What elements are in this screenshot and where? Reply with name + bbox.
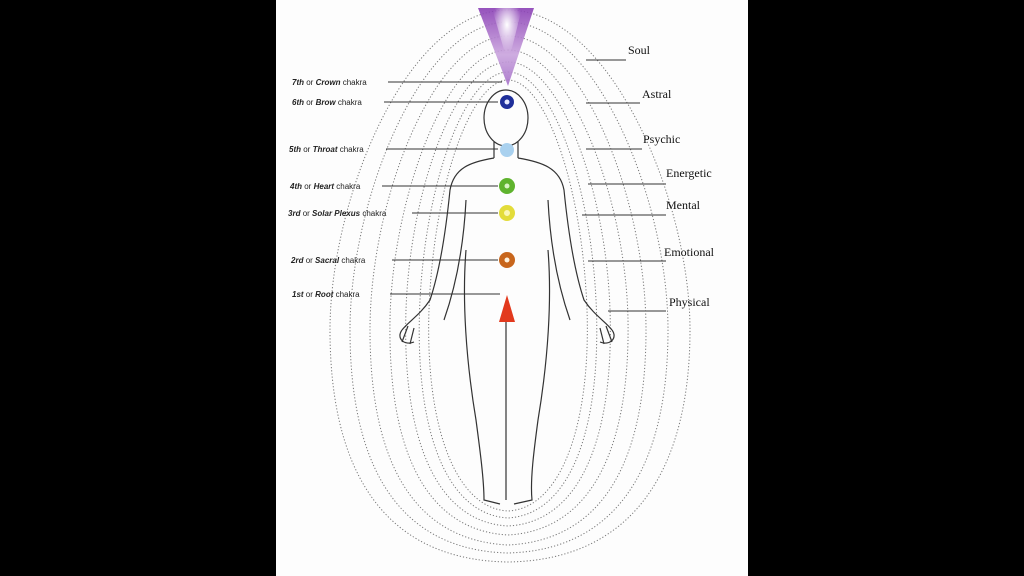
layer-label-soul: Soul bbox=[628, 43, 651, 57]
torso-left bbox=[401, 157, 495, 331]
chakra-heart-highlight bbox=[504, 183, 510, 189]
aura-layer-7 bbox=[428, 79, 588, 512]
chakra-brow-highlight bbox=[504, 99, 510, 105]
chakra-label-crown: 7th or Crown chakra bbox=[292, 78, 367, 87]
chakra-root-marker bbox=[499, 295, 515, 322]
layer-label-mental: Mental bbox=[666, 198, 701, 212]
leg-right bbox=[513, 249, 551, 505]
diagram-panel bbox=[276, 0, 748, 576]
aura-layers bbox=[329, 9, 691, 563]
neck bbox=[493, 142, 519, 158]
chakra-solar-plexus-highlight bbox=[504, 210, 510, 216]
layer-label-energetic: Energetic bbox=[666, 166, 712, 180]
layer-label-physical: Physical bbox=[669, 295, 710, 309]
chakra-label-root: 1st or Root chakra bbox=[292, 290, 360, 299]
chakra-label-sacral: 2rd or Sacral chakra bbox=[290, 256, 366, 265]
chakra-label-throat: 5th or Throat chakra bbox=[289, 145, 364, 154]
chakra-label-solar-plexus: 3rd or Solar Plexus chakra bbox=[288, 209, 387, 218]
layer-label-astral: Astral bbox=[642, 87, 672, 101]
leg-left bbox=[463, 249, 501, 505]
layer-leaders bbox=[582, 59, 666, 312]
hand-left bbox=[399, 325, 415, 345]
hand-right bbox=[599, 325, 615, 345]
chakra-throat-marker bbox=[500, 143, 514, 157]
layer-label-psychic: Psychic bbox=[643, 132, 680, 146]
aura-layer-5 bbox=[405, 61, 611, 527]
torso-right bbox=[517, 157, 613, 331]
aura-layer-4 bbox=[389, 49, 629, 536]
aura-layer-1 bbox=[329, 9, 691, 563]
layer-label-emotional: Emotional bbox=[664, 245, 715, 259]
chakra-markers bbox=[499, 95, 515, 322]
crown-beam-highlight bbox=[492, 8, 522, 64]
chakra-labels: 7th or Crown chakra 6th or Brow chakra 5… bbox=[288, 78, 387, 299]
aura-layer-6 bbox=[418, 71, 598, 519]
aura-layer-2 bbox=[349, 21, 669, 554]
chakra-label-heart: 4th or Heart chakra bbox=[289, 182, 361, 191]
layer-labels: Soul Astral Psychic Energetic Mental Emo… bbox=[628, 43, 715, 309]
chakra-label-brow: 6th or Brow chakra bbox=[292, 98, 362, 107]
chakra-leaders bbox=[382, 81, 502, 295]
aura-layer-3 bbox=[369, 35, 647, 546]
inner-arm-right bbox=[547, 199, 571, 321]
chakra-sacral-highlight bbox=[504, 257, 510, 263]
